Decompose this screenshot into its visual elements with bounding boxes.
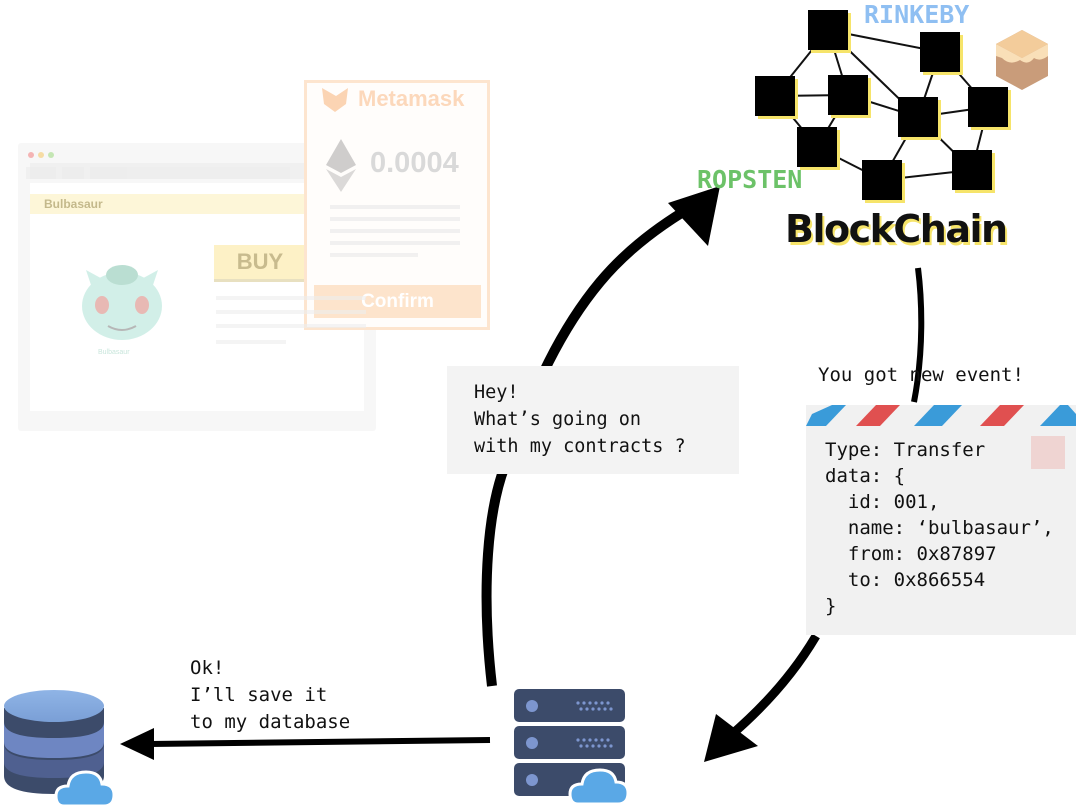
bubble-line: What’s going on [474,409,642,430]
arrow-head-to-database [120,728,154,760]
window-close-dot [28,152,34,158]
database-cloud-icon [54,770,116,808]
buy-button[interactable]: BUY [214,245,306,282]
envelope-stamp [1031,436,1065,469]
arrow-event-to-server [727,633,820,740]
server-question-bubble: Hey! What’s going on with my contracts ? [447,366,739,474]
network-label-rinkeby: RINKEBY [864,0,970,29]
event-header: You got new event! [818,364,1024,386]
confirm-button[interactable]: Confirm [314,285,481,318]
ethereum-icon [326,139,356,192]
network-label-ropsten: ROPSTEN [697,165,803,194]
event-line: name: ‘bulbasaur’, [825,517,1054,539]
metamask-placeholder-lines [330,205,460,257]
event-line: to: 0x866554 [825,569,986,591]
metamask-title: Metamask [358,86,465,111]
blockchain-title: BlockChain [785,207,1008,251]
bubble-line: with my contracts ? [474,436,686,457]
event-line: } [825,595,837,617]
database-message: Ok! I’ll save it to my database [190,655,350,736]
blockchain-network [755,10,1011,203]
event-line: data: { [825,465,906,487]
chain-blocks [755,10,1011,203]
eth-amount: 0.0004 [370,147,459,179]
window-minimize-dot [38,152,44,158]
event-line: id: 001, [825,491,940,513]
database-message-line: to my database [190,711,351,733]
block-cube-icon [996,30,1048,90]
database-message-line: Ok! [190,657,225,679]
arrow-head-to-server [704,714,758,762]
arrow-blockchain-to-event [911,267,925,403]
character-caption: Bulbasaur [98,349,130,356]
envelope-stripe [806,405,1076,427]
browser-placeholder-lines [26,167,366,344]
bubble-line: Hey! [474,382,519,403]
event-line: Type: Transfer [825,439,986,461]
bulbasaur-icon [82,265,162,340]
server-cloud-icon [568,768,630,806]
window-maximize-dot [48,152,54,158]
arrow-head-to-blockchain [668,186,720,246]
product-strip: Bulbasaur [30,194,320,214]
metamask-fox-icon [322,88,348,112]
event-line: from: 0x87897 [825,543,997,565]
database-message-line: I’ll save it [190,684,328,706]
arrow-server-to-database [149,737,491,747]
